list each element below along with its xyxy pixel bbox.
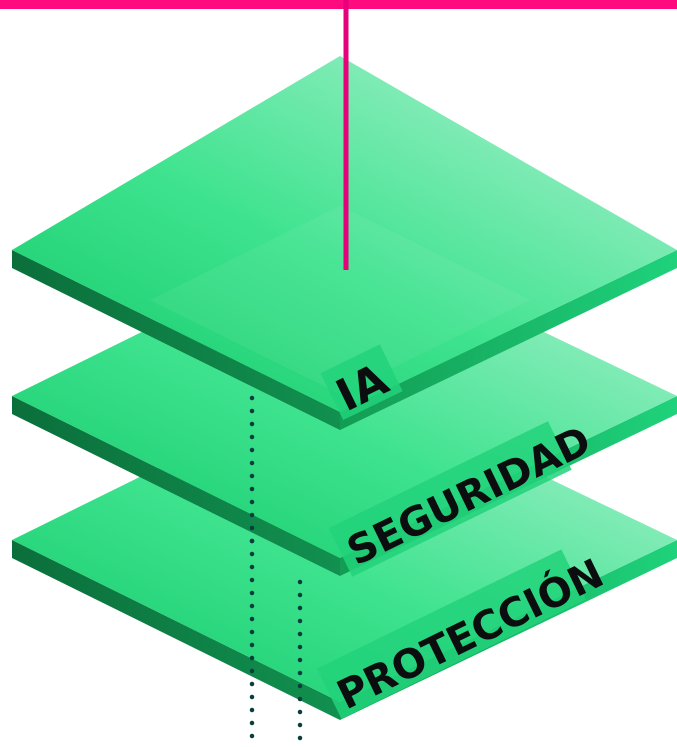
top-bar [0,0,677,9]
dotted-connector-lines [249,395,303,747]
